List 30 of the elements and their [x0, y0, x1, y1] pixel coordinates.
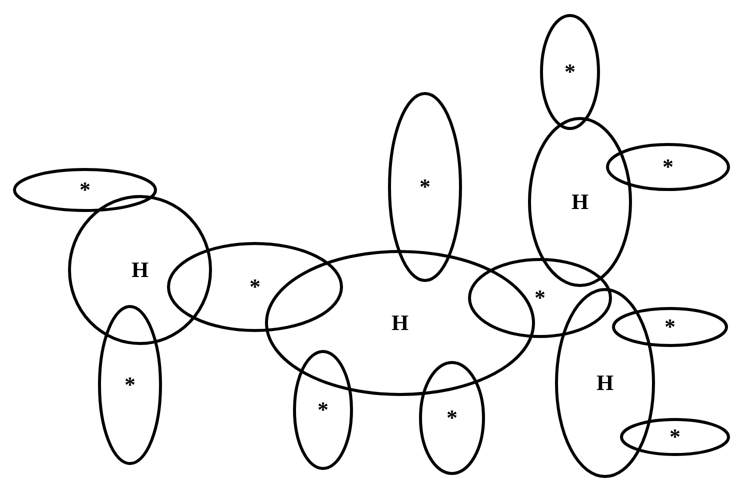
node-label: *: [318, 399, 328, 421]
node-label: *: [124, 374, 136, 396]
node-label: H: [131, 259, 149, 281]
node-label: *: [420, 176, 430, 198]
node-label: H: [596, 372, 614, 394]
node-label: *: [80, 179, 90, 201]
ellipse: [293, 350, 353, 470]
ellipse: [98, 305, 162, 465]
ellipse: [167, 242, 343, 332]
ellipse: [540, 14, 600, 130]
node-label: *: [446, 407, 458, 429]
ellipse: [528, 117, 632, 287]
ellipse: [388, 92, 462, 282]
node-label: H: [571, 191, 589, 213]
circle: [68, 195, 212, 345]
ellipse: [468, 258, 612, 338]
node-label: *: [534, 287, 546, 309]
node-label: *: [250, 276, 260, 298]
ellipse: [612, 307, 728, 347]
ellipse: [606, 143, 730, 191]
node-label: *: [564, 61, 576, 83]
node-label: *: [670, 426, 680, 448]
ellipse: [419, 361, 485, 475]
ellipse: [265, 250, 535, 396]
node-label: *: [662, 156, 674, 178]
ellipse: [555, 288, 655, 478]
ellipse: [620, 418, 730, 456]
ellipse: [13, 168, 157, 212]
node-label: H: [391, 312, 409, 334]
node-label: *: [664, 316, 676, 338]
